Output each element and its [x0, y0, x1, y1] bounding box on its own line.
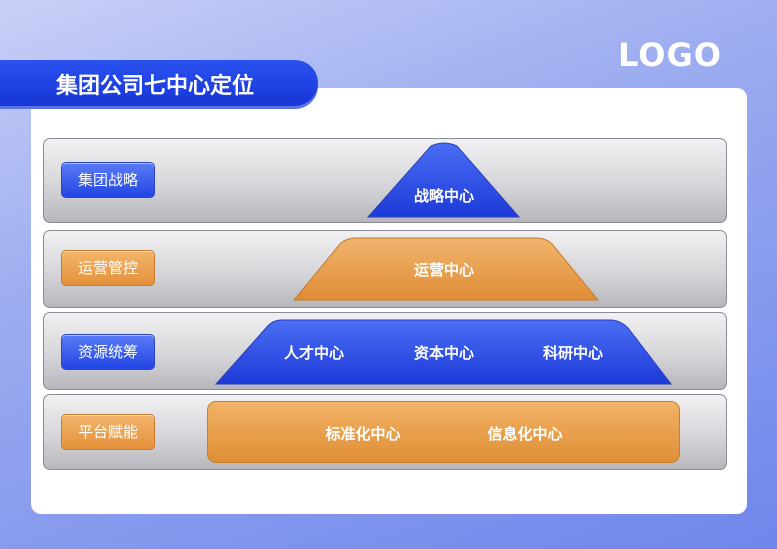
- center-operations: 运营中心: [413, 261, 474, 279]
- center-talent: 人才中心: [283, 344, 344, 362]
- strategy-triangle: [366, 142, 521, 218]
- row-label-platform: 平台赋能: [61, 414, 155, 450]
- title-banner: 集团公司七中心定位: [0, 60, 318, 106]
- row-label-resources: 资源统筹: [61, 334, 155, 370]
- resources-trapezoid: [214, 319, 673, 385]
- logo: LOGO: [618, 36, 722, 74]
- center-standardization: 标准化中心: [325, 425, 401, 443]
- center-informatization: 信息化中心: [487, 425, 563, 443]
- center-capital: 资本中心: [413, 344, 474, 362]
- row-label-strategy: 集团战略: [61, 162, 155, 198]
- operations-trapezoid: [292, 237, 600, 301]
- page-title: 集团公司七中心定位: [56, 74, 255, 99]
- center-research: 科研中心: [542, 344, 603, 362]
- row-label-operations: 运营管控: [61, 250, 155, 286]
- center-strategy: 战略中心: [413, 187, 474, 205]
- platform-rectangle: [207, 401, 680, 463]
